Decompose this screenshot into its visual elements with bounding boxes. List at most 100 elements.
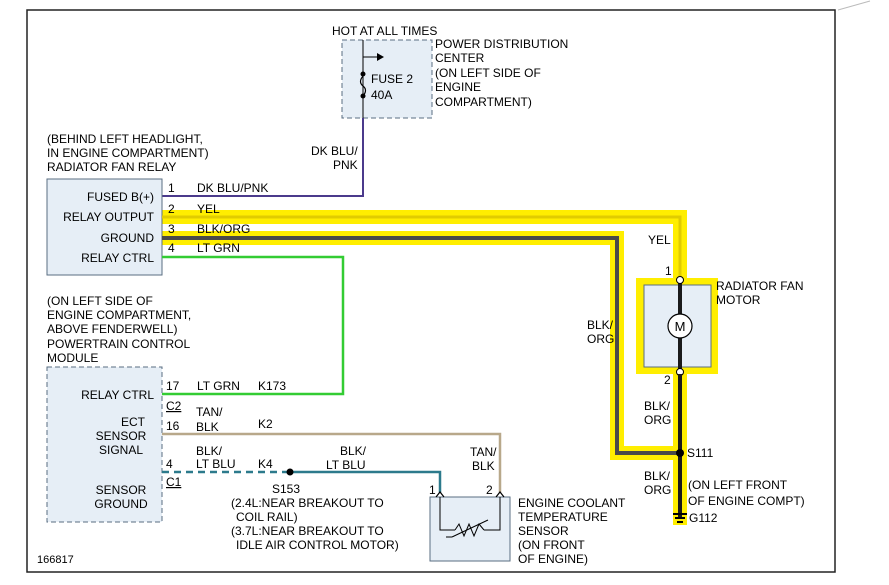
relay-location-line2: IN ENGINE COMPARTMENT): [47, 146, 209, 160]
pcm-location-line2: ENGINE COMPARTMENT,: [47, 308, 191, 322]
pcm-wire16-color-line2: BLK: [196, 420, 219, 434]
splice-s153-dot: [286, 468, 294, 476]
hot-at-all-times-label: HOT AT ALL TIMES: [332, 24, 437, 38]
motor-title-line1: RADIATOR FAN: [716, 279, 804, 293]
pdc-box: [341, 39, 433, 119]
s153-note-line1: (2.4L:NEAR BREAKOUT TO: [231, 496, 384, 510]
motor-pin1-dot: [676, 276, 684, 284]
pdc-name-line1: POWER DISTRIBUTION: [435, 37, 568, 51]
fuse-name-label: FUSE 2: [371, 72, 413, 86]
pcm-wire17-color: LT GRN: [197, 379, 240, 393]
dk-blu-pnk-wire: [162, 118, 364, 197]
motor-symbol-icon: [667, 313, 693, 339]
pcm-wire4-color-line1: BLK/: [196, 444, 223, 458]
splice-s111-dot: [676, 449, 684, 457]
ect-title-line2: TEMPERATURE: [518, 510, 608, 524]
relay-wire3-color: BLK/ORG: [197, 222, 250, 236]
relay-title: RADIATOR FAN RELAY: [47, 160, 176, 174]
pcm-pin-ect-line2: SENSOR: [96, 429, 147, 443]
ect-connector-icon: [435, 491, 505, 498]
pcm-pin-ground-line1: SENSOR: [96, 483, 147, 497]
relay-location-line1: (BEHIND LEFT HEADLIGHT,: [47, 132, 203, 146]
pdc-arrow-icon: [377, 53, 384, 61]
tan-blk-label-line2: BLK: [472, 459, 495, 473]
blk-org-vertical-line2: ORG: [587, 332, 614, 346]
relay-box: [46, 178, 163, 276]
splice-s153-label: S153: [272, 482, 300, 496]
ground-symbol-icon: [673, 513, 687, 523]
top-corner-line: [837, 0, 871, 11]
relay-wire4-pin: 4: [168, 241, 175, 255]
relay-wire1-color: DK BLU/PNK: [197, 181, 268, 195]
pcm-pin-ect-line3: SIGNAL: [99, 443, 143, 457]
pcm-location-line1: (ON LEFT SIDE OF: [47, 294, 153, 308]
pdc-name-line2: CENTER: [435, 51, 485, 65]
pcm-title-line1: POWERTRAIN CONTROL: [47, 337, 190, 351]
motor-pin1-label: 1: [665, 264, 672, 278]
pcm-wire16-color-line1: TAN/: [196, 405, 223, 419]
feed-color-line2: PNK: [333, 158, 358, 172]
pcm-wire4-circuit: K4: [258, 457, 273, 471]
blk-ltblu-label-line1: BLK/: [340, 444, 367, 458]
blk-ltblu-label-line2: LT BLU: [326, 458, 366, 472]
pcm-wire4-pin: 4: [166, 457, 173, 471]
ect-title-line1: ENGINE COOLANT: [518, 496, 626, 510]
pcm-title-line2: MODULE: [47, 351, 98, 365]
motor-title-line2: MOTOR: [716, 293, 761, 307]
pcm-pin-ect-line1: ECT: [121, 415, 146, 429]
blk-org-vertical-line1: BLK/: [587, 318, 614, 332]
s153-note-line3: (3.7L:NEAR BREAKOUT TO: [231, 524, 384, 538]
splice-s111-label: S111: [687, 446, 714, 460]
pdc-name-line3: (ON LEFT SIDE OF: [435, 66, 541, 80]
relay-wire1-pin: 1: [168, 181, 175, 195]
pcm-pin-relay-ctrl: RELAY CTRL: [81, 388, 154, 402]
pcm-connector-c2: C2: [166, 399, 182, 413]
s153-note-line2: COIL RAIL): [236, 510, 298, 524]
pdc-name-line5: COMPARTMENT): [435, 95, 532, 109]
ground-wire-line1: BLK/: [644, 469, 671, 483]
relay-pin-ground: GROUND: [101, 231, 155, 245]
lt-grn-wire: [162, 255, 345, 396]
feed-color-line1: DK BLU/: [311, 144, 358, 158]
pcm-wire17-pin: 17: [166, 379, 180, 393]
relay-wire4-color: LT GRN: [197, 241, 240, 255]
ect-pin1-label: 1: [429, 483, 436, 497]
relay-wire3-pin: 3: [168, 222, 175, 236]
blk-ltblu-wire: [290, 470, 442, 493]
relay-pin-fused-b: FUSED B(+): [87, 190, 154, 204]
relay-wire2-pin: 2: [168, 202, 175, 216]
pcm-location-line3: ABOVE FENDERWELL): [47, 322, 177, 336]
ect-title-line5: OF ENGINE): [518, 552, 588, 566]
pcm-box: [46, 366, 163, 523]
tan-blk-label-line1: TAN/: [470, 445, 497, 459]
pcm-wire4-color-line2: LT BLU: [196, 457, 236, 471]
blk-org-relay-wire: [162, 236, 680, 455]
diagram-id: 166817: [37, 554, 74, 566]
ground-location-line2: OF ENGINE COMPT): [688, 494, 805, 508]
motor-symbol-label: M: [675, 319, 686, 334]
ect-title-line3: SENSOR: [518, 524, 569, 538]
ground-name-label: G112: [689, 511, 718, 525]
ect-title-line4: (ON FRONT: [518, 538, 585, 552]
thermistor-icon: [439, 497, 501, 538]
pcm-connector-c1: C1: [166, 475, 182, 489]
relay-wire2-color: YEL: [197, 202, 220, 216]
fuse-terminal-bottom: [360, 93, 366, 99]
pcm-wire16-pin: 16: [166, 419, 180, 433]
ground-wire-line2: ORG: [644, 483, 671, 497]
ground-location-line1: (ON LEFT FRONT: [688, 478, 788, 492]
relay-pin-relay-output: RELAY OUTPUT: [63, 210, 155, 224]
motor-pin2-label: 2: [664, 373, 671, 387]
ect-pin2-label: 2: [486, 483, 493, 497]
motor-below-wire-line2: ORG: [644, 413, 671, 427]
tan-blk-wire: [162, 432, 502, 493]
relay-pin-relay-ctrl: RELAY CTRL: [81, 251, 154, 265]
pcm-pin-ground-line2: GROUND: [94, 497, 148, 511]
yel-wire-label: YEL: [648, 233, 671, 247]
s153-note-line4: IDLE AIR CONTROL MOTOR): [236, 538, 399, 552]
pdc-name-line4: ENGINE: [435, 80, 481, 94]
pcm-wire17-circuit: K173: [258, 379, 286, 393]
yel-wire: [162, 215, 682, 278]
pcm-wire16-circuit: K2: [258, 417, 273, 431]
